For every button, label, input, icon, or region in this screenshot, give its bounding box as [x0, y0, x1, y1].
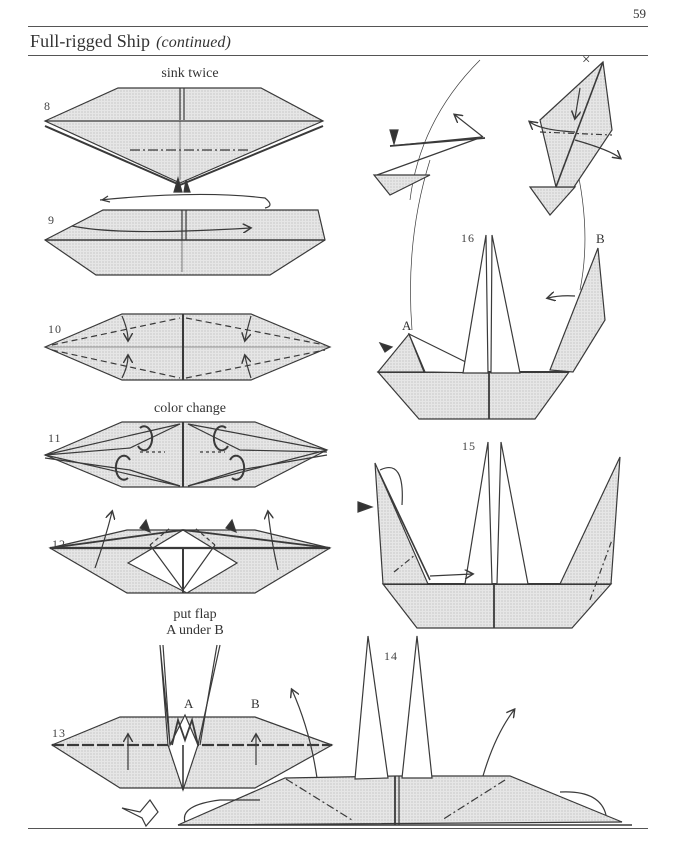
- step-13-caption-line2: A under B: [166, 623, 224, 638]
- step-13-point-a: A: [184, 696, 194, 711]
- step-11-diagram: [43, 421, 329, 488]
- step-8-number: 8: [44, 99, 51, 113]
- step-15-number: 15: [462, 439, 476, 453]
- step-8-caption: sink twice: [161, 66, 219, 81]
- step-14-number: 14: [384, 649, 398, 663]
- step-16-diagram: [376, 159, 606, 420]
- step-16-point-a: A: [402, 318, 412, 333]
- header-rule: [28, 26, 648, 27]
- title-rule: [28, 55, 648, 56]
- step-11-number: 11: [48, 431, 62, 445]
- step-13-number: 13: [52, 726, 66, 740]
- step-15-diagram: [357, 441, 621, 629]
- title-subtitle: (continued): [156, 34, 231, 51]
- page-title: Full-rigged Ship (continued): [30, 31, 231, 52]
- x-mark-icon: ×: [582, 52, 591, 68]
- step-13-point-b: B: [251, 696, 260, 711]
- page-number: 59: [633, 6, 646, 21]
- step-13-caption: put flap A under B: [140, 607, 250, 639]
- step-16-point-b: B: [596, 231, 605, 246]
- step-14-diagram: [121, 635, 632, 828]
- step-10-number: 10: [48, 322, 62, 336]
- intermediate-folds: [372, 59, 620, 216]
- step-13-diagram: [50, 644, 334, 792]
- step-16-number: 16: [461, 231, 475, 245]
- step-13-caption-line1: put flap: [173, 607, 217, 622]
- title-text: Full-rigged Ship: [30, 31, 151, 51]
- step-9-diagram: [43, 193, 326, 276]
- step-12-diagram: [48, 512, 332, 594]
- step-8-diagram: [43, 87, 325, 193]
- step-10-diagram: [43, 313, 332, 381]
- footer-rule: [28, 828, 648, 829]
- step-11-caption: color change: [154, 401, 226, 416]
- step-9-number: 9: [48, 213, 55, 227]
